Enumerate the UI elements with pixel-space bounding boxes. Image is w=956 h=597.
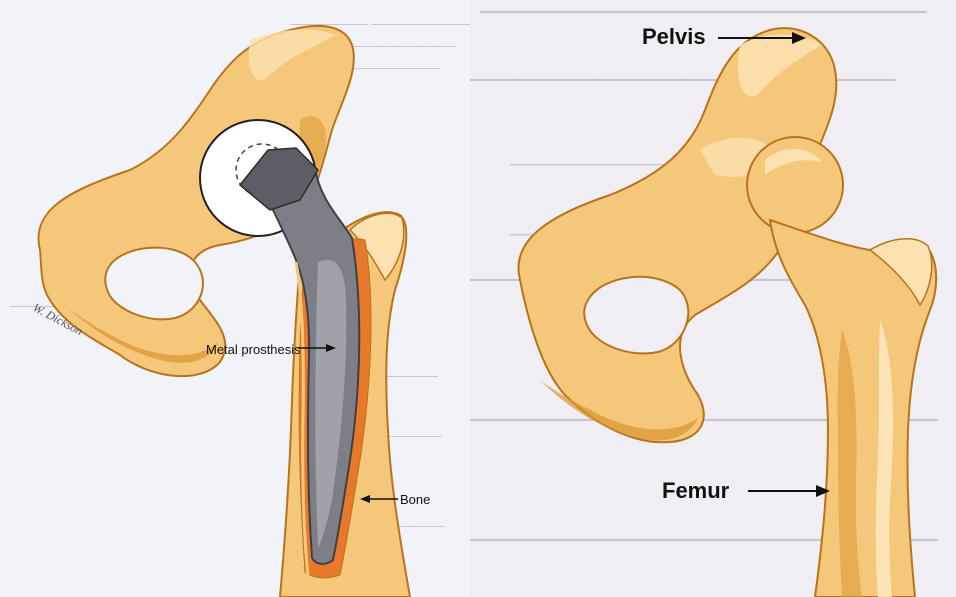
- right-panel: ───────────────────── ──────────────────…: [470, 0, 956, 597]
- femur-label: Femur: [662, 478, 729, 504]
- left-panel: ────────── ───────────── ───────────────…: [0, 0, 470, 597]
- pelvis-label: Pelvis: [642, 24, 706, 50]
- metal-prosthesis-label: Metal prosthesis: [206, 342, 298, 357]
- normal-hip-illustration: [470, 0, 956, 597]
- hip-prosthesis-illustration: W. Dickson: [0, 0, 470, 597]
- bone-label: Bone: [400, 492, 430, 507]
